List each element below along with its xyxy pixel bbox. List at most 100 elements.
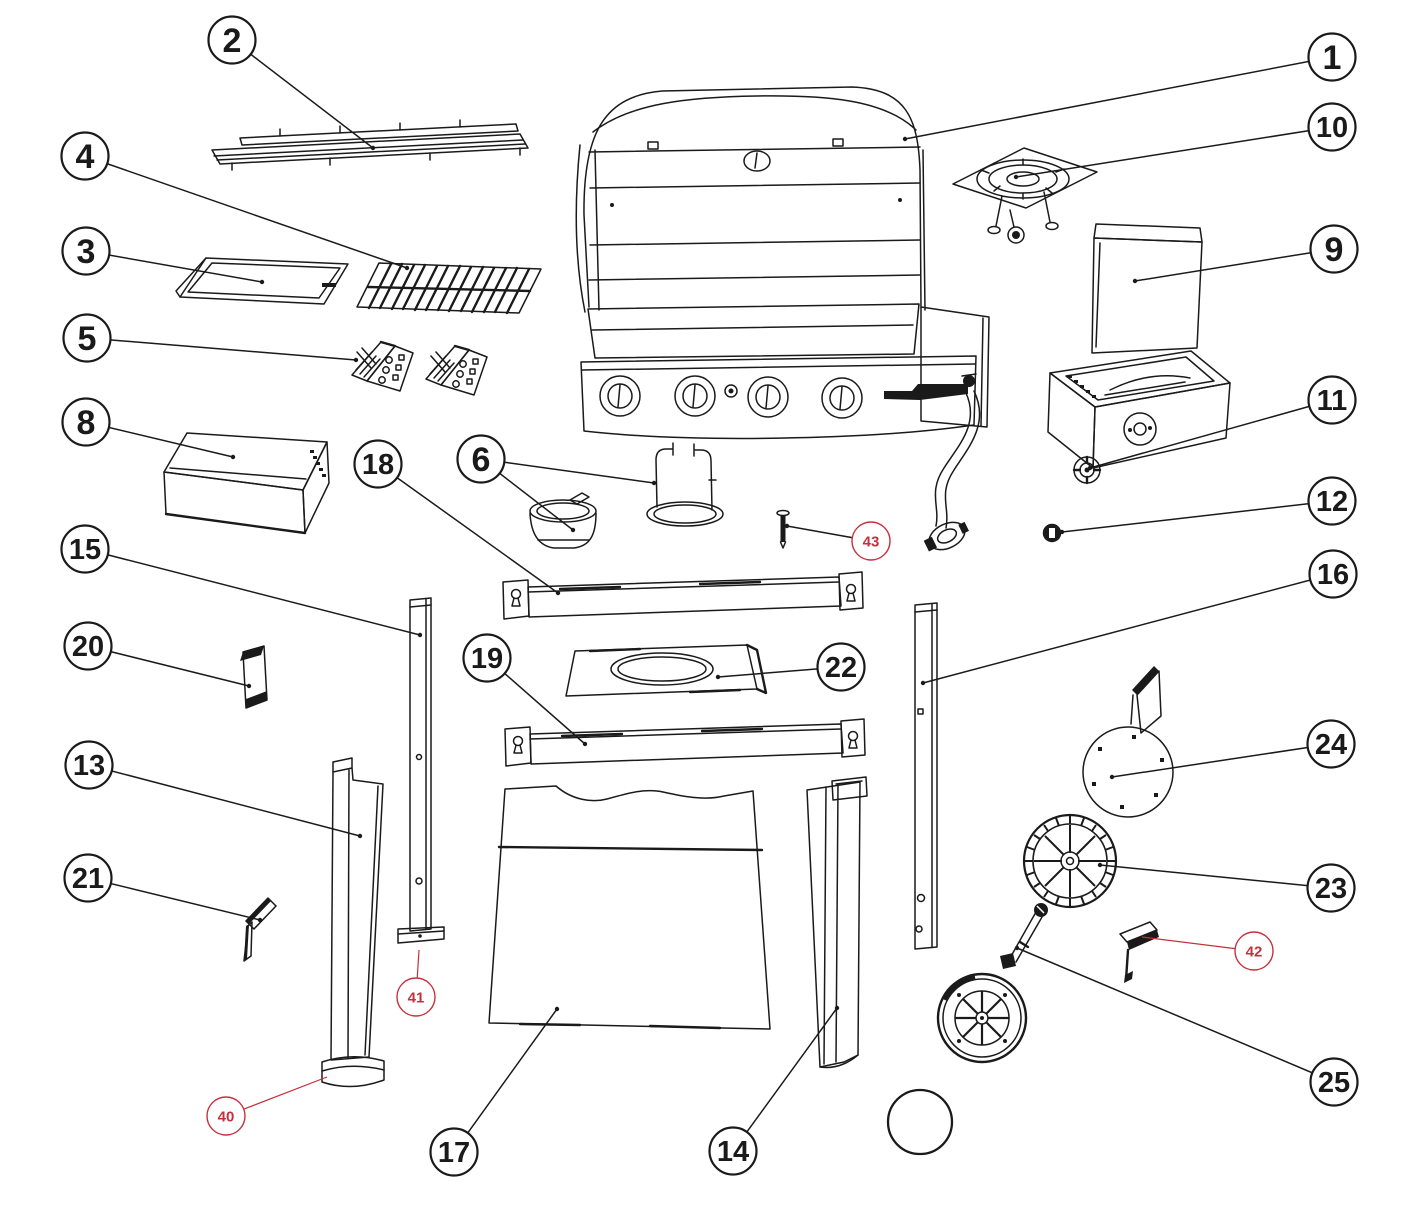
- callout-circle: [708, 1126, 758, 1176]
- callout-1-grill-lid-assembly: 1: [902, 32, 1357, 142]
- callout-number: 14: [717, 1136, 749, 1168]
- callout-circle: [1309, 1057, 1359, 1107]
- front-left-leg: [321, 757, 385, 1088]
- burner-hanger: [646, 442, 724, 527]
- callout-number: 25: [1318, 1067, 1350, 1099]
- left-support-leg: [397, 597, 445, 944]
- callout-3-griddle-plate: 3: [61, 226, 265, 285]
- cooking-grate: [356, 262, 542, 315]
- callout-number: 18: [362, 449, 394, 481]
- leader-dot: [1109, 774, 1115, 780]
- leader-dot: [554, 1006, 560, 1012]
- leader-line: [377, 463, 559, 594]
- callout-number: 20: [72, 631, 104, 663]
- callout-6-grease-cup-and-hanger: 6: [456, 434, 657, 533]
- grease-cup: [529, 492, 597, 549]
- callout-24-round-mount-plate: 24: [1109, 719, 1356, 780]
- callout-number: 41: [408, 990, 425, 1007]
- leader-line: [1061, 500, 1333, 533]
- leader-line: [480, 458, 655, 484]
- leader-dot: [651, 480, 657, 486]
- callout-9-side-burner-box: 9: [1132, 224, 1359, 284]
- callout-number: 12: [1316, 486, 1348, 518]
- callout-number: 4: [76, 138, 95, 176]
- callout-circle: [1308, 549, 1358, 599]
- parts-layer: [163, 86, 1231, 1156]
- leader-line: [922, 573, 1334, 684]
- callout-circle: [1306, 719, 1356, 769]
- leader-line: [87, 877, 261, 921]
- back-panel: [488, 785, 771, 1030]
- leader-line: [1099, 864, 1332, 889]
- callout-4-cooking-grate: 4: [60, 131, 410, 271]
- leader-line: [86, 337, 357, 361]
- burner-knobs: [599, 375, 863, 419]
- upper-crossbar: [501, 570, 865, 621]
- callout-17-back-panel: 17: [429, 1006, 560, 1177]
- callout-number: 42: [1246, 944, 1263, 961]
- gas-hose-regulator: [923, 373, 981, 552]
- leader-dot: [920, 680, 926, 686]
- callout-15-left-support-leg: 15: [60, 524, 423, 638]
- callout-number: 21: [72, 863, 104, 895]
- wheel: [936, 972, 1028, 1064]
- callout-13-front-left-leg: 13: [64, 740, 363, 839]
- callout-circle: [207, 15, 257, 65]
- hose-fitting: [1042, 523, 1062, 543]
- callout-40-leg-base-cap: 40: [206, 1076, 328, 1136]
- leader-line: [904, 56, 1333, 140]
- leader-line: [85, 250, 263, 283]
- burner-hole-panel: [565, 643, 768, 697]
- callout-number: 22: [825, 652, 857, 684]
- callout-circle: [851, 521, 891, 561]
- callout-circle: [1307, 102, 1357, 152]
- leader-dot: [230, 454, 236, 460]
- callout-circle: [1307, 476, 1357, 526]
- grease-tray: [163, 432, 330, 535]
- leader-line: [732, 1007, 838, 1152]
- callout-number: 43: [863, 534, 880, 551]
- carriage-bolt: [776, 509, 790, 549]
- callout-circle: [206, 1096, 246, 1136]
- callout-circle: [63, 621, 113, 671]
- callout-8-grease-tray: 8: [61, 397, 236, 460]
- rear-right-leg: [806, 776, 868, 1069]
- leader-line: [85, 421, 234, 458]
- side-burner-box: [1047, 223, 1231, 469]
- leader-dot: [370, 145, 376, 151]
- leader-dot: [246, 683, 252, 689]
- callout-circle: [816, 642, 866, 692]
- callout-circle: [60, 131, 110, 181]
- callout-number: 17: [438, 1137, 470, 1169]
- leader-line: [88, 764, 361, 837]
- leader-dot: [834, 1005, 840, 1011]
- leader-line: [1089, 399, 1333, 469]
- callout-circle: [1306, 863, 1356, 913]
- callout-circle: [1309, 224, 1359, 274]
- callout-number: 19: [471, 643, 503, 675]
- wheel-axle: [1000, 903, 1048, 969]
- leg-foot: [397, 926, 445, 944]
- right-upper-bracket: [1130, 666, 1162, 734]
- leader-dot: [902, 136, 908, 142]
- callout-circle: [1307, 375, 1357, 425]
- callout-19-lower-crossbar: 19: [462, 633, 588, 747]
- leader-dot: [357, 833, 363, 839]
- callout-11-igniter-module: 11: [1087, 375, 1357, 471]
- callout-number: 23: [1315, 873, 1347, 905]
- heat-tents: [350, 340, 489, 397]
- leader-dot: [417, 632, 423, 638]
- trim-ring: [886, 1088, 954, 1156]
- callout-12-hose-fitting: 12: [1059, 476, 1357, 535]
- round-mount-plate: [1082, 726, 1174, 818]
- callout-21-left-lower-bracket: 21: [63, 853, 263, 923]
- callout-number: 16: [1317, 559, 1349, 591]
- callout-14-rear-right-leg: 14: [708, 1005, 840, 1176]
- callout-circle: [456, 434, 506, 484]
- leader-dot: [1097, 862, 1103, 868]
- leader-dot: [784, 523, 790, 529]
- leader-dot: [1059, 529, 1065, 535]
- callout-circle: [62, 313, 112, 363]
